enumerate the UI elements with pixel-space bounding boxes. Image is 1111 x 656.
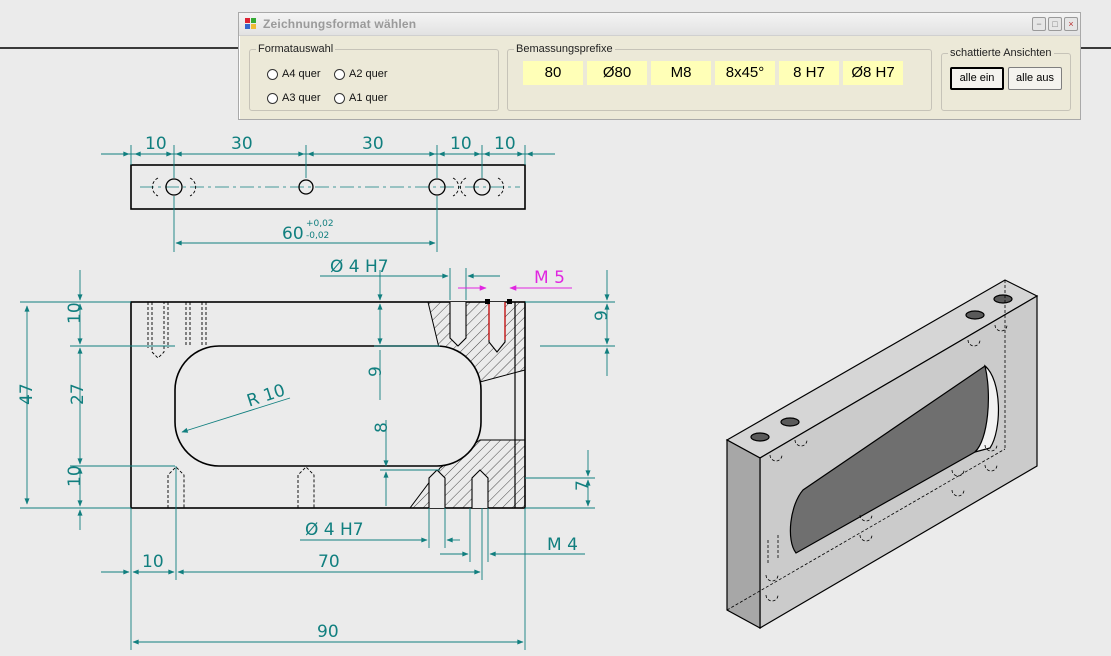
format-dialog: Zeichnungsformat wählen − □ × Formatausw… <box>238 12 1081 120</box>
maximize-button[interactable]: □ <box>1048 17 1062 31</box>
close-button[interactable]: × <box>1064 17 1078 31</box>
radio-a3-quer[interactable]: A3 quer <box>267 92 321 104</box>
front-view <box>130 299 526 509</box>
thread-label-m5: M 5 <box>534 268 565 288</box>
dim-label: 60 <box>282 224 304 244</box>
all-on-button[interactable]: alle ein <box>950 67 1004 90</box>
thread-label-m4: M 4 <box>547 535 578 555</box>
dim-label: 7 <box>573 480 593 491</box>
radio-circle[interactable] <box>334 92 345 104</box>
radio-label: A2 quer <box>349 68 388 80</box>
title-bar[interactable]: Zeichnungsformat wählen − □ × <box>239 13 1080 36</box>
radio-label: A1 quer <box>349 92 388 104</box>
dim-label: 10 <box>142 552 164 572</box>
shaded-group: schattierte Ansichten <box>941 47 1071 111</box>
hole-label: Ø 4 H7 <box>330 257 389 277</box>
shaded-group-legend: schattierte Ansichten <box>950 47 1052 59</box>
prefix-chamfer[interactable]: 8x45° <box>715 61 775 85</box>
isometric-view <box>725 279 1039 630</box>
format-group-legend: Formatauswahl <box>258 43 334 55</box>
dim-label: 47 <box>17 383 37 405</box>
hole-label: Ø 4 H7 <box>305 520 364 540</box>
prefix-diameter-80[interactable]: Ø80 <box>587 61 647 85</box>
radio-label: A4 quer <box>282 68 321 80</box>
dim-label: 10 <box>65 465 85 487</box>
radio-label: A3 quer <box>282 92 321 104</box>
radio-a1-quer[interactable]: A1 quer <box>334 92 388 104</box>
format-group: Formatauswahl <box>249 43 499 111</box>
prefix-group-legend: Bemassungsprefixe <box>516 43 613 55</box>
dim-label: 70 <box>318 552 340 572</box>
top-view <box>130 164 526 210</box>
window-title: Zeichnungsformat wählen <box>263 17 417 31</box>
dim-label: 10 <box>145 134 167 154</box>
prefix-8h7[interactable]: 8 H7 <box>779 61 839 85</box>
prefix-diameter-8h7[interactable]: Ø8 H7 <box>843 61 903 85</box>
dim-label: 10 <box>494 134 516 154</box>
dim-label: 9 <box>366 366 386 377</box>
minimize-button[interactable]: − <box>1032 17 1046 31</box>
top-view-dimensions <box>101 145 555 252</box>
all-off-button[interactable]: alle aus <box>1008 67 1062 90</box>
dim-label: 30 <box>362 134 384 154</box>
tolerance-lower: -0,02 <box>306 231 329 241</box>
prefix-80[interactable]: 80 <box>523 61 583 85</box>
tolerance-upper: +0,02 <box>306 219 334 229</box>
radio-a2-quer[interactable]: A2 quer <box>334 68 388 80</box>
dim-label: 10 <box>65 302 85 324</box>
prefix-m8[interactable]: M8 <box>651 61 711 85</box>
app-icon <box>245 18 257 30</box>
prefix-group: Bemassungsprefixe <box>507 43 932 111</box>
dim-label: 9 <box>592 310 612 321</box>
radio-circle[interactable] <box>267 68 278 80</box>
radio-a4-quer[interactable]: A4 quer <box>267 68 321 80</box>
radio-circle[interactable] <box>334 68 345 80</box>
radio-circle[interactable] <box>267 92 278 104</box>
dim-label: 10 <box>450 134 472 154</box>
front-view-dimensions <box>20 268 615 650</box>
dim-label: 90 <box>317 622 339 642</box>
dim-label: 30 <box>231 134 253 154</box>
dim-label: 8 <box>372 422 392 433</box>
dim-label: 27 <box>68 383 88 405</box>
